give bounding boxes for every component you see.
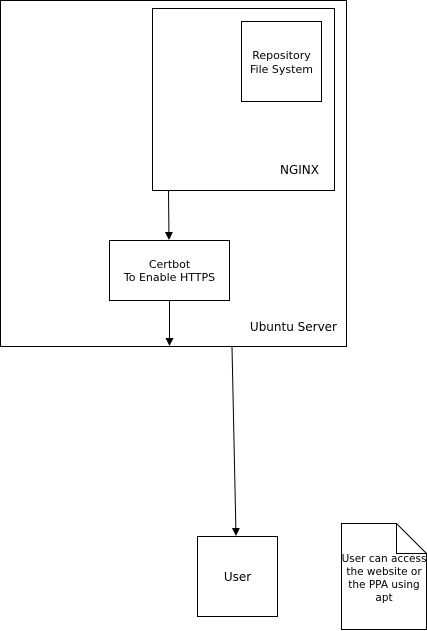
edge-server-to-user: [231, 346, 240, 536]
ubuntu-server-label: Ubuntu Server: [250, 320, 337, 334]
edge-nginx-to-certbot: [164, 190, 173, 240]
nginx-label: NGINX: [280, 163, 319, 177]
repository-label-line1: Repository: [252, 49, 311, 62]
repository-file-system-node: Repository File System: [241, 21, 322, 102]
note-line2: the website or: [346, 566, 422, 578]
user-label: User: [224, 570, 251, 584]
note-line4: apt: [375, 592, 392, 604]
user-node: User: [197, 536, 278, 617]
note-line1: User can access: [342, 553, 427, 565]
note-fold: [396, 523, 427, 554]
note-node: User can access the website or the PPA u…: [341, 523, 427, 630]
certbot-box: [109, 240, 230, 301]
repository-label-line2: File System: [250, 63, 313, 76]
note-line3: the PPA using: [348, 579, 419, 591]
repository-box: [241, 21, 322, 102]
certbot-label-line1: Certbot: [149, 258, 191, 271]
certbot-label-line2: To Enable HTTPS: [123, 271, 215, 284]
certbot-node: Certbot To Enable HTTPS: [109, 240, 230, 301]
user-box: [197, 536, 278, 617]
